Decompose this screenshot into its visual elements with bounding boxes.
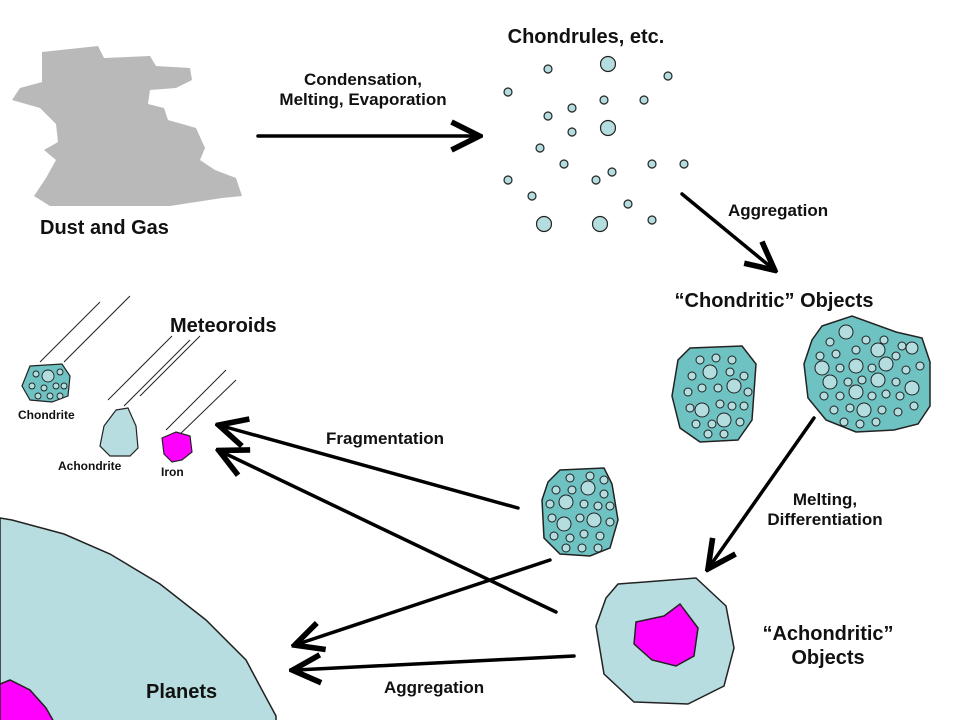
chondrule [639,95,649,105]
achondritic-object [595,577,735,705]
chondrule [599,95,609,105]
chondrule [503,175,513,185]
achondrite-meteoroid [99,407,139,457]
chondrule [679,159,689,169]
arrow-fragmentation-lower [222,452,558,614]
chondritic-objects-label: “Chondritic” Objects [674,290,874,312]
aggregation-bottom-label: Aggregation [384,678,485,697]
condensation-label: Condensation, Melting, Evaporation [258,70,468,111]
chondrule [591,215,609,233]
chondrule [535,215,553,233]
iron-core [633,602,699,667]
chondrules-label: Chondrules, etc. [507,26,665,48]
dust-gas-cloud [12,46,242,206]
melting-label-line2: Differentiation [767,510,883,530]
melting-label: Melting, Differentiation [745,490,905,531]
chondrule [503,87,513,97]
arrow-melting [710,416,816,566]
chondrule-particles [503,55,689,233]
achondritic-label-line1: “Achondritic” [762,623,894,645]
chondrite-label: Chondrite [18,408,75,422]
condensation-label-line1: Condensation, [303,70,423,89]
chondrule [527,191,537,201]
fragmentation-label: Fragmentation [326,429,445,448]
achondrite-label: Achondrite [58,459,122,473]
achondritic-label-line2: Objects [791,647,865,669]
iron-label: Iron [161,465,184,479]
planets-label: Planets [146,681,218,703]
condensation-label-line2: Melting, Evaporation [279,90,447,110]
planet [0,517,277,720]
planet-iron-core [0,679,54,720]
aggregation-top-label: Aggregation [728,201,829,220]
arrow-fragmentation-upper [222,426,520,510]
chondrule [543,64,553,74]
chondrule [591,175,601,185]
chondrule [623,199,633,209]
chondrule [543,111,553,121]
chondritic-object-fragmenting [541,467,619,557]
chondrule [559,159,569,169]
chondritic-object-small [671,345,757,443]
meteoroid-streaks [39,295,237,439]
chondritic-object-large [803,315,931,433]
arrow-aggregation-top [680,192,772,268]
chondrule [663,71,673,81]
achondritic-objects-label: “Achondritic” Objects [740,622,916,670]
arrow-aggregation-bottom [296,656,576,670]
dust-and-gas-label: Dust and Gas [40,217,169,239]
meteoroids-label: Meteoroids [170,315,277,337]
chondrule [607,167,617,177]
arrow-chondritic-to-planet [298,558,552,644]
process-arrows [222,136,816,670]
iron-meteoroid [161,431,193,463]
chondrule [567,127,577,137]
chondrule [535,143,545,153]
chondrule [599,119,617,137]
chondrule [647,215,657,225]
chondrite-meteoroid [21,363,71,403]
chondrule [567,103,577,113]
melting-label-line1: Melting, [792,490,858,509]
chondrule [647,159,657,169]
chondrule [599,55,617,73]
